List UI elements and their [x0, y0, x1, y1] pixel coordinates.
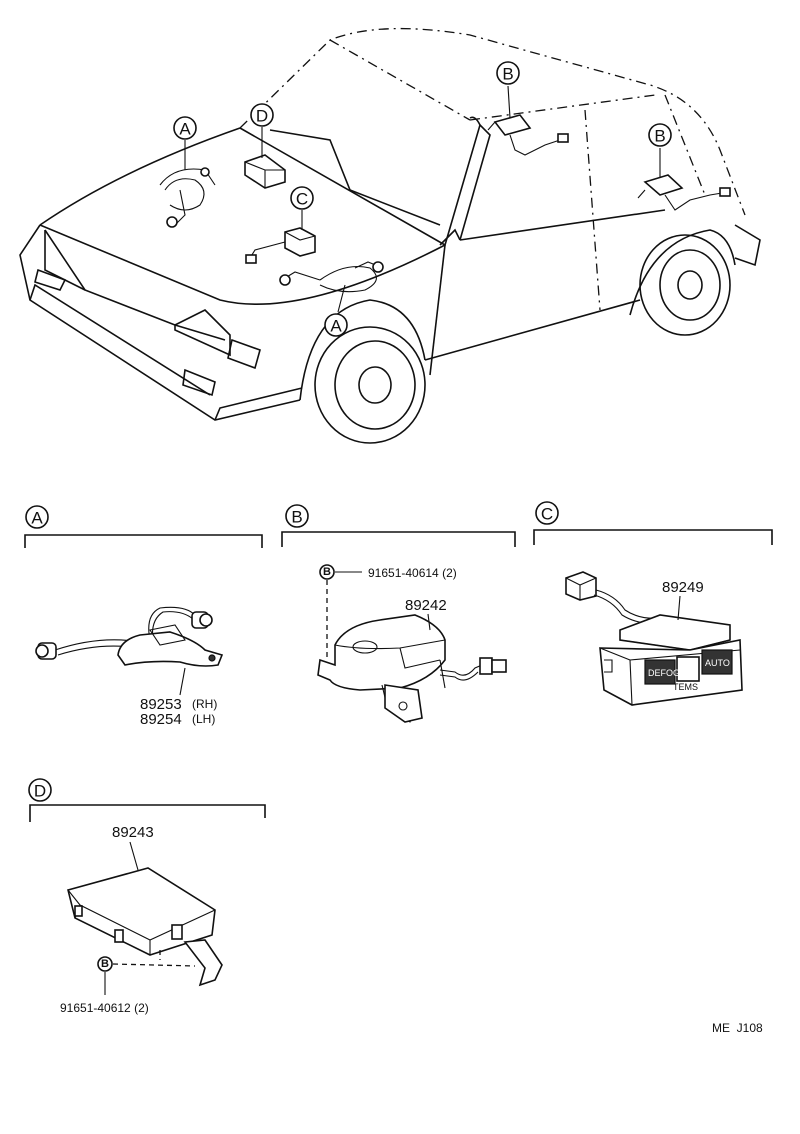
- bolt-callout-b: B: [323, 566, 331, 578]
- callout-a-right-label: A: [330, 317, 342, 336]
- callout-c-label: C: [296, 190, 308, 209]
- part-89254-side: (LH): [192, 712, 215, 726]
- part-89254: 89254: [140, 711, 182, 728]
- callout-b-front: B: [496, 61, 520, 85]
- diagram-code: ME J108: [712, 1021, 763, 1035]
- callout-a-right: A: [324, 313, 348, 337]
- switch-auto-label: AUTO: [705, 658, 730, 668]
- part-89253-side: (RH): [192, 697, 217, 711]
- section-b: B B 91651-40614 (2) 89242: [281, 504, 516, 723]
- computer-89243-drawing: [67, 867, 223, 987]
- section-c-label: C: [541, 505, 553, 524]
- sensor-89242-drawing: [317, 614, 507, 723]
- callout-d-label: D: [256, 107, 268, 126]
- section-b-label: B: [291, 508, 302, 527]
- section-a-label: A: [31, 509, 43, 528]
- part-89249: 89249: [662, 579, 704, 596]
- callout-a-label: A: [179, 120, 191, 139]
- sensor-89253-drawing: [35, 606, 224, 667]
- callout-a-front: A: [173, 116, 197, 140]
- section-c: C DEFOG AUTO TEMS 89249: [533, 501, 773, 706]
- bolt-callout-d: B: [101, 958, 109, 970]
- car-illustration: [19, 27, 761, 444]
- switch-caption-label: TEMS: [673, 682, 698, 692]
- part-91651-40614: 91651-40614 (2): [368, 566, 457, 580]
- section-a: A 89253 (RH) 89254 (LH): [24, 505, 263, 728]
- part-89243: 89243: [112, 824, 154, 841]
- callout-d-car: D: [250, 103, 274, 127]
- callout-b-rear-label: B: [654, 127, 665, 146]
- switch-defog-label: DEFOG: [648, 668, 680, 678]
- section-d-label: D: [34, 782, 46, 801]
- section-d: D 89243 B 91651-40612 (2): [28, 778, 266, 1015]
- callout-c-car: C: [290, 186, 314, 210]
- part-89242: 89242: [405, 597, 447, 614]
- part-91651-40612: 91651-40612 (2): [60, 1001, 149, 1015]
- callout-b-label: B: [502, 65, 513, 84]
- part-89253: 89253: [140, 696, 182, 713]
- switch-89249-drawing: DEFOG AUTO TEMS: [565, 571, 743, 706]
- callout-b-rear: B: [648, 123, 672, 147]
